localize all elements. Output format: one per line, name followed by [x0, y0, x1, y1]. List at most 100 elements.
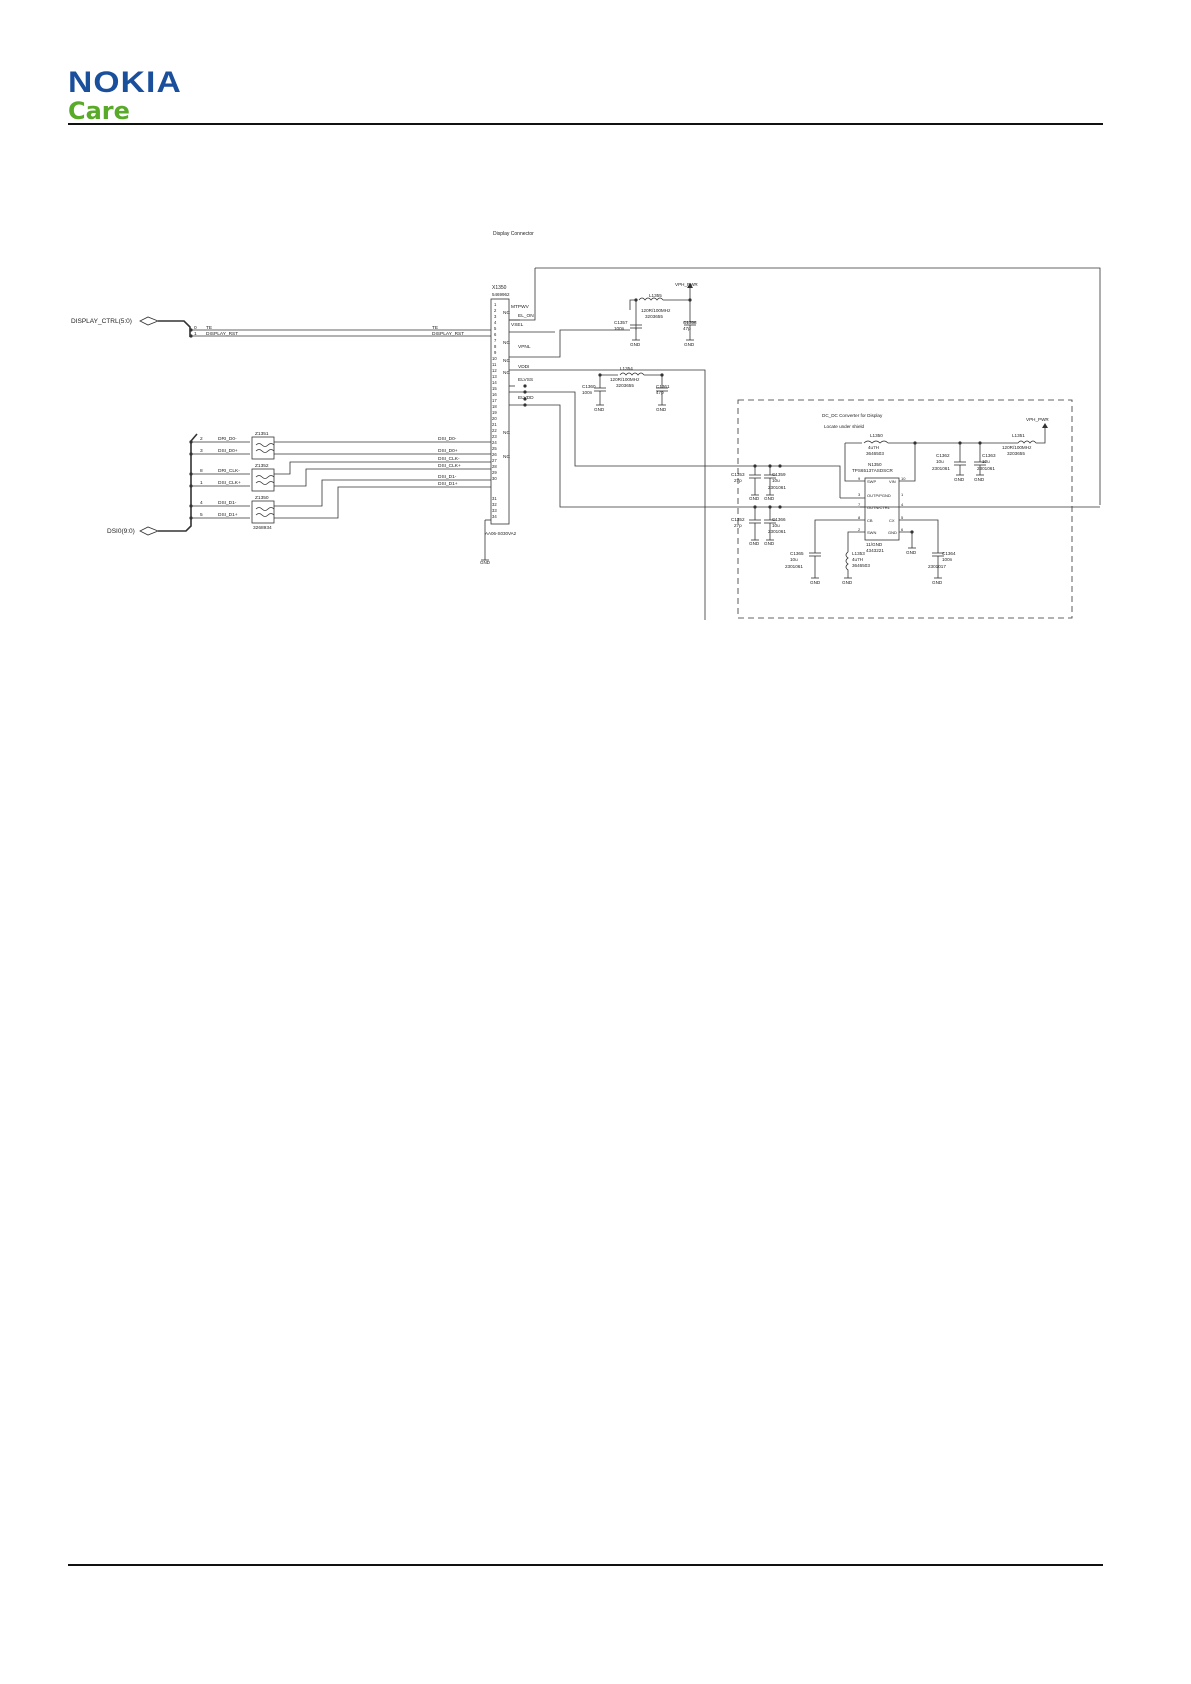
pin-label: SWP	[867, 479, 876, 484]
nc-label: NC	[503, 370, 510, 376]
pin: 6	[494, 332, 497, 337]
pin: 21	[492, 422, 497, 427]
gnd-label: GND	[906, 550, 917, 555]
pin: 1	[494, 302, 497, 307]
vph-label: VPH_PWR	[1026, 417, 1049, 422]
gnd-label: GND	[656, 407, 667, 412]
c1363-val: 10u	[982, 459, 990, 464]
c1366-pn: 2301061	[768, 529, 786, 534]
c1364-ref: C1364	[942, 551, 956, 556]
l1355-val: 120R/100MHz	[641, 308, 671, 313]
l1353-pn: 3646503	[852, 563, 870, 568]
pin-num: 6	[901, 527, 904, 532]
pin-num: 4	[901, 502, 904, 507]
c1353-ref: C1353	[731, 472, 745, 477]
c1363-ref: C1363	[982, 453, 996, 458]
connector-ref: X1350	[492, 285, 507, 291]
ctrl-left-label: DISPLAY_RST	[206, 331, 238, 337]
c1364-pn: 2301017	[928, 564, 946, 569]
pin-num: 5	[901, 515, 904, 520]
pin: 19	[492, 410, 497, 415]
filter-ref: Z1352	[255, 463, 269, 469]
c1357-val: 100n	[614, 326, 625, 331]
l1353-ref: L1353	[852, 551, 865, 556]
schematic-title: Display Connector	[493, 231, 534, 237]
dsi-right-label: DSI_D0-	[438, 436, 457, 442]
l1353-val: 4u7H	[852, 557, 863, 562]
filter-labels: Z1351 Z1352 Z1350 3268934	[253, 431, 272, 531]
l1354-ref: L1354	[620, 366, 633, 371]
c1358-val: 47p	[683, 326, 691, 331]
pin: 5	[494, 326, 497, 331]
pin: 16	[492, 392, 497, 397]
elvss-label: ELVSS	[518, 377, 533, 383]
c1360-val: 100n	[582, 390, 593, 395]
gnd-label: GND	[684, 342, 695, 347]
pin: 12	[492, 368, 497, 373]
dsi-left-label: DRI_D0-	[218, 436, 237, 442]
l1350-val: 4u7H	[868, 445, 879, 450]
filter-ref: Z1351	[255, 431, 269, 437]
ctrl-signal-labels: 0 1 TE DISPLAY_RST TE DISPLAY_RST	[194, 325, 464, 337]
l1354-val: 120R/100MHz	[610, 377, 640, 382]
pin: 15	[492, 386, 497, 391]
gnd-label: GND	[974, 477, 985, 482]
dsi-signal-labels: 2 3 8 1 4 5 DRI_D0- DSI_D0+ DRI_CLK- DSI…	[200, 436, 461, 518]
mtpwr-label: MTPWV	[511, 304, 530, 310]
vddi-label: VDDI	[518, 364, 529, 370]
dsi-left-label: DSI_CLK+	[218, 480, 241, 486]
n1350-part: TPS65137ASDSCR	[852, 468, 894, 473]
vph-label: VPH_PWR	[675, 282, 698, 287]
connector-pins: 1 2 3 4 5 6 7 8 9 10 11 12 13 14 15 16 1…	[492, 302, 497, 519]
nc-label: NC	[503, 430, 510, 436]
dsi-right-label: DSI_CLK+	[438, 463, 461, 469]
pin-num: 10	[901, 476, 906, 481]
pin: 20	[492, 416, 497, 421]
pin-label: CX	[889, 518, 895, 523]
filter-pn: 3268934	[253, 525, 272, 531]
pin: 25	[492, 446, 497, 451]
n1350-ref: N1350	[868, 462, 882, 467]
connector-net-labels: MTPWV NC VSEL NC VPNL NC VDDI NC ELVSS E…	[503, 304, 534, 460]
dsi-right-label: DSI_D0+	[438, 448, 458, 454]
c1357-ref: C1357	[614, 320, 628, 325]
pin-num: 3	[858, 492, 861, 497]
pin: 29	[492, 470, 497, 475]
connector-pn: 5469962	[492, 292, 510, 297]
header-rule	[68, 123, 1103, 125]
footer-rule	[68, 1564, 1103, 1566]
l1355-pn: 3203655	[645, 314, 663, 319]
dsi-right-label: DSI_CLK-	[438, 456, 460, 462]
pin: 8	[494, 344, 497, 349]
ctrl-left-label: TE	[206, 325, 212, 331]
gnd-label: GND	[932, 580, 943, 585]
c1361-val: 47p	[656, 390, 664, 395]
dsi-left-label: DSI_D1+	[218, 512, 238, 518]
pin: 18	[492, 404, 497, 409]
c1353-val: 27p	[734, 478, 742, 483]
c1352-ref: C1352	[731, 517, 745, 522]
brand-name: NOKIA	[68, 66, 182, 99]
c1363-pn: 2301061	[977, 466, 995, 471]
pin: 14	[492, 380, 497, 385]
dsi-bus-index: 1	[200, 480, 203, 486]
l1355-ref: L1355	[649, 293, 662, 298]
dcdc-note: Locate under shield	[824, 424, 865, 429]
nc-label: NC	[503, 310, 510, 316]
pin-label: OUTN/CTRL	[867, 505, 891, 510]
pin-label: OUTP/PGND	[867, 493, 891, 498]
pin: 24	[492, 440, 497, 445]
el-on-label: EL_ON	[518, 313, 534, 319]
pin: 26	[492, 452, 497, 457]
c1362-pn: 2301061	[932, 466, 950, 471]
c1359-ref: C1359	[772, 472, 786, 477]
pin-num: 7	[858, 502, 861, 507]
dcdc-title: DC_DC Converter for Display	[822, 413, 883, 418]
c1365-val: 10u	[790, 557, 798, 562]
c1366-val: 10u	[772, 523, 780, 528]
pin-num: 9	[858, 476, 861, 481]
gnd-label: GND	[764, 541, 775, 546]
pin: 7	[494, 338, 497, 343]
l1351-pn: 3203655	[1007, 451, 1025, 456]
